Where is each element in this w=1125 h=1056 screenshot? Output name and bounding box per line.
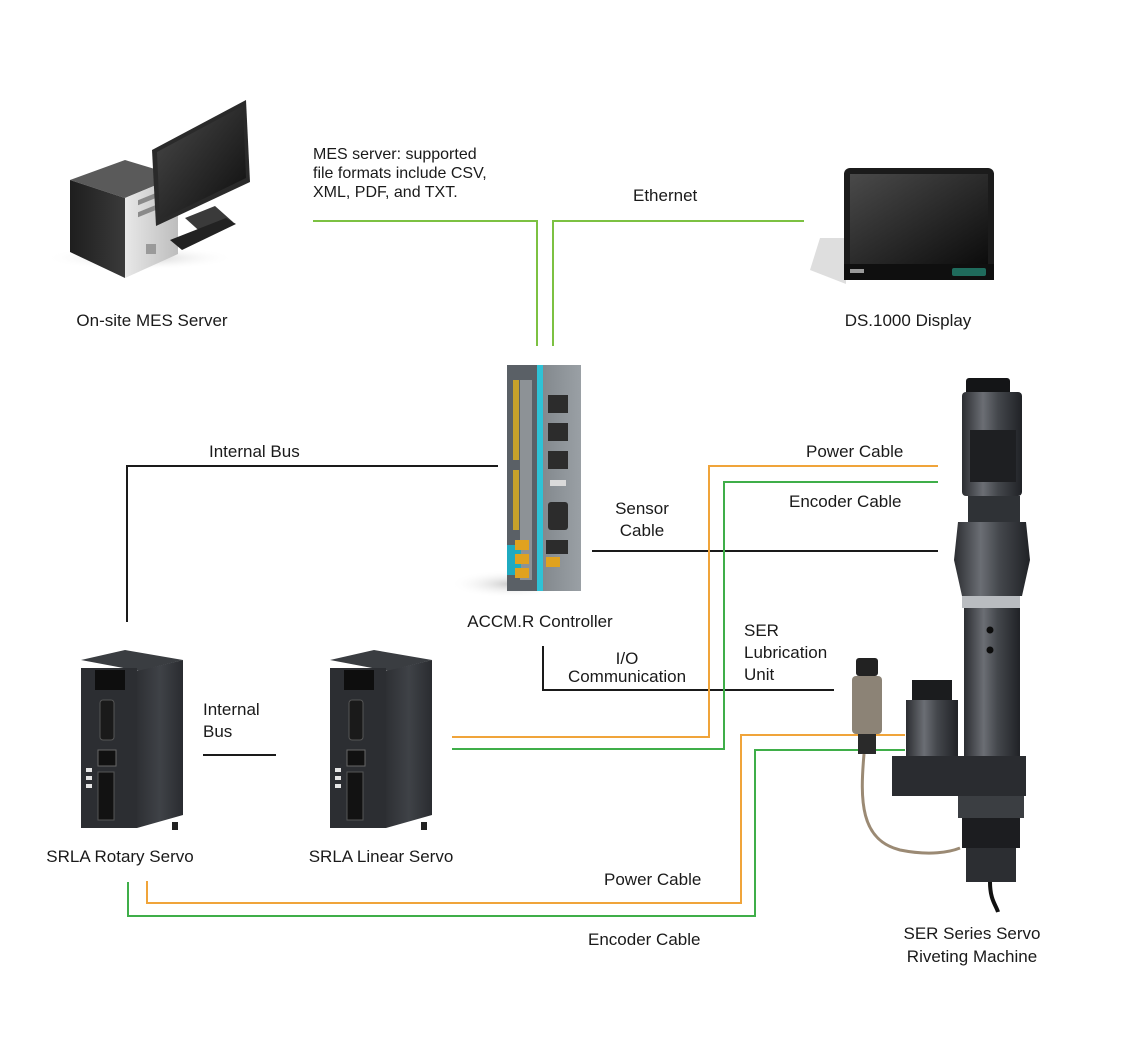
encoder-cable-label-bottom: Encoder Cable <box>588 930 701 949</box>
lubrication-unit-label: SER Lubrication Unit <box>744 621 828 684</box>
io-communication-label: I/O Communication <box>567 649 687 686</box>
ethernet-line-display <box>552 220 804 346</box>
power-cable-label-bottom: Power Cable <box>604 870 702 889</box>
controller-label: ACCM.R Controller <box>467 612 613 631</box>
display-image <box>810 168 994 284</box>
io-communication-line <box>542 646 834 691</box>
encoder-cable-line-bottom <box>127 749 905 917</box>
encoder-cable-lines <box>127 481 938 917</box>
power-cable-line-bottom <box>146 734 905 904</box>
mes-server-image <box>45 100 250 278</box>
mes-server-label: On-site MES Server <box>76 311 228 330</box>
power-cable-line-top <box>452 465 938 738</box>
mes-note-label: MES server: supported file formats inclu… <box>313 146 487 201</box>
internal-bus-label-top: Internal Bus <box>209 442 300 461</box>
power-cable-label-top: Power Cable <box>806 442 904 461</box>
power-cable-lines <box>146 465 938 904</box>
ethernet-line-mes <box>313 220 538 346</box>
riveting-machine-image <box>852 378 1030 913</box>
riveting-machine-label: SER Series Servo Riveting Machine <box>903 924 1041 966</box>
ethernet-label: Ethernet <box>633 186 698 205</box>
controller-image <box>450 365 581 598</box>
display-label: DS.1000 Display <box>844 311 972 330</box>
rotary-servo-label: SRLA Rotary Servo <box>46 847 194 866</box>
internal-bus-label-servos: Internal Bus <box>203 700 260 741</box>
sensor-cable-label: Sensor Cable <box>615 499 669 540</box>
internal-bus-line-top <box>126 465 498 622</box>
ethernet-lines <box>313 220 804 346</box>
linear-servo-label: SRLA Linear Servo <box>308 847 454 866</box>
encoder-cable-line-top <box>452 481 938 750</box>
signal-lines <box>126 465 938 756</box>
rotary-servo-image <box>81 650 183 830</box>
linear-servo-image <box>330 650 432 830</box>
encoder-cable-label-top: Encoder Cable <box>789 492 902 511</box>
